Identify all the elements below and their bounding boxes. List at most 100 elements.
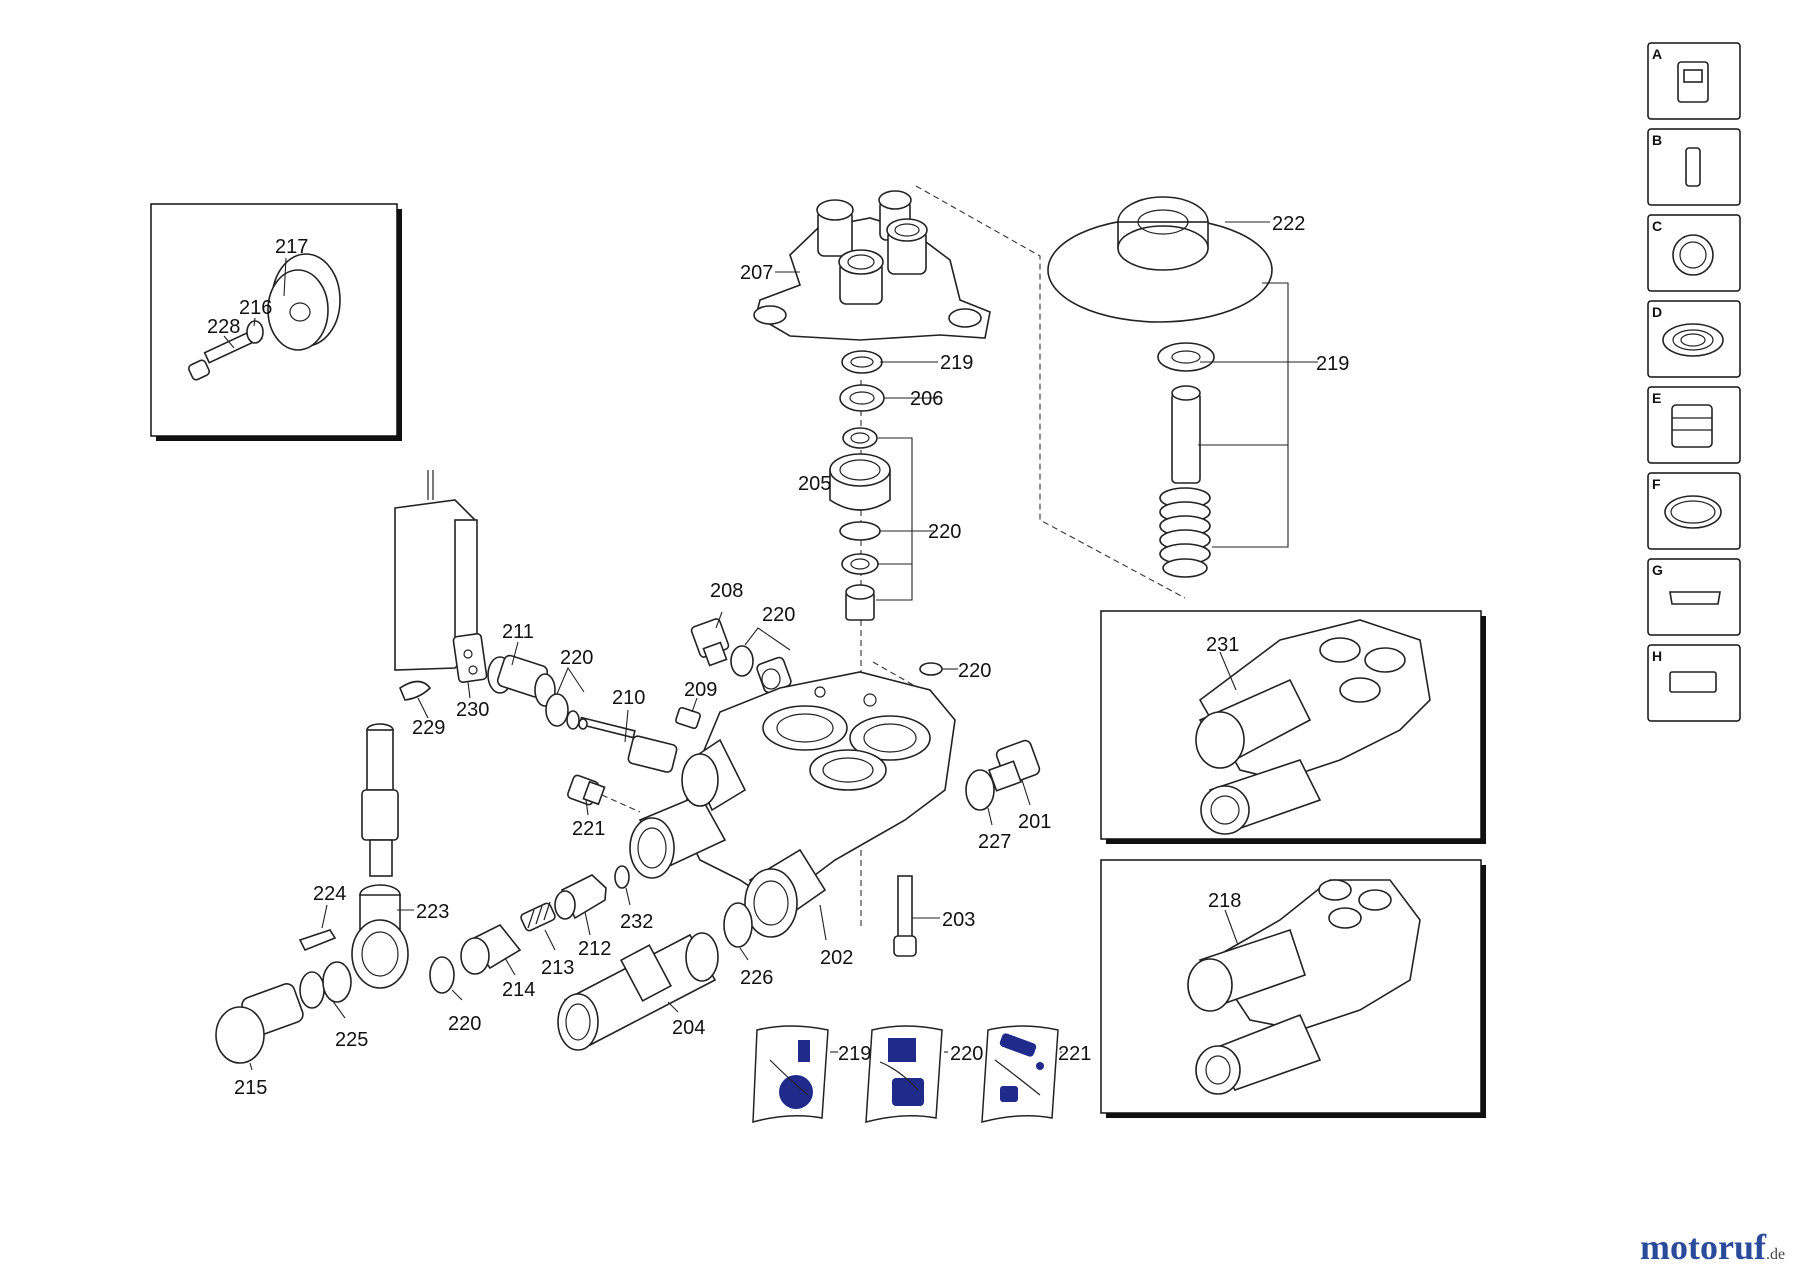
callout-218: 218 — [1208, 890, 1241, 912]
pin-icon — [1685, 147, 1701, 187]
tile-F[interactable]: F — [1647, 472, 1741, 550]
block-icon — [1669, 671, 1717, 693]
kit-label-220: 220 — [950, 1043, 983, 1065]
callout-207: 207 — [740, 262, 773, 284]
sidebar-tiles: A B C D E — [1647, 42, 1741, 722]
callout-232: 232 — [620, 911, 653, 933]
key-224 — [298, 929, 337, 952]
pump-body-202 — [629, 671, 956, 938]
watermark-text: motoruf — [1640, 1227, 1766, 1267]
callout-205: 205 — [798, 473, 831, 495]
kit-label-221: 221 — [1058, 1043, 1091, 1065]
plug-221 — [567, 774, 606, 806]
callout-220-stack: 220 — [928, 521, 961, 543]
callout-223: 223 — [416, 901, 449, 923]
oring-232 — [614, 865, 630, 889]
bolt-203 — [893, 875, 917, 957]
valve-212 — [554, 874, 607, 920]
ring-icon — [1672, 234, 1714, 276]
fitting-211 — [487, 654, 556, 707]
kit-219 — [752, 1025, 829, 1123]
callout-219-stack: 219 — [940, 352, 973, 374]
valve-stack — [829, 350, 891, 621]
callout-208: 208 — [710, 580, 743, 602]
callout-229: 229 — [412, 717, 445, 739]
callout-210: 210 — [612, 687, 645, 709]
oring-225a — [299, 971, 325, 1009]
inlet-204 — [557, 932, 719, 1051]
callout-211: 211 — [502, 621, 534, 643]
callout-201: 201 — [1018, 811, 1051, 833]
callout-215: 215 — [234, 1077, 267, 1099]
callout-222: 222 — [1272, 213, 1305, 235]
svg-text:A: A — [1652, 46, 1662, 62]
callout-220-211: 220 — [560, 647, 593, 669]
callout-230: 230 — [456, 699, 489, 721]
callout-220-small: 220 — [958, 660, 991, 682]
callout-204: 204 — [672, 1017, 705, 1039]
tile-B[interactable]: B — [1647, 128, 1741, 206]
tile-G[interactable]: G — [1647, 558, 1741, 636]
callout-225: 225 — [335, 1029, 368, 1051]
svg-text:E: E — [1652, 390, 1661, 406]
flange-217 — [267, 253, 341, 351]
oring-225b — [322, 961, 352, 1003]
callout-214: 214 — [502, 979, 535, 1001]
svg-text:D: D — [1652, 304, 1662, 320]
callout-220-valve: 220 — [762, 604, 795, 626]
switch-230 — [394, 470, 488, 701]
tile-D[interactable]: D — [1647, 300, 1741, 378]
callout-212: 212 — [578, 938, 611, 960]
oring-226 — [723, 902, 753, 948]
kit-221 — [981, 1025, 1059, 1123]
callout-206: 206 — [910, 388, 943, 410]
tile-C[interactable]: C — [1647, 214, 1741, 292]
watermark: motoruf.de — [1640, 1226, 1785, 1268]
callout-203: 203 — [942, 909, 975, 931]
key-icon — [1669, 591, 1721, 605]
pin — [1171, 385, 1201, 484]
watermark-suffix: .de — [1765, 1246, 1786, 1263]
callout-219-right: 219 — [1316, 353, 1349, 375]
svg-text:F: F — [1652, 476, 1661, 492]
callout-227: 227 — [978, 831, 1011, 853]
kit-220 — [865, 1025, 943, 1123]
callout-231: 231 — [1206, 634, 1239, 656]
washer-219 — [1157, 342, 1215, 372]
tile-H[interactable]: H — [1647, 644, 1741, 722]
oring-220-bottom — [429, 956, 455, 994]
svg-text:G: G — [1652, 562, 1663, 578]
callout-216: 216 — [239, 297, 272, 319]
svg-text:H: H — [1652, 648, 1662, 664]
valve-icon — [1671, 404, 1713, 448]
diaphragm-222 — [1047, 196, 1273, 323]
kit-label-219: 219 — [838, 1043, 871, 1065]
plug-201 — [987, 739, 1041, 792]
head-207: 207 — [740, 190, 991, 341]
tile-A[interactable]: A — [1647, 42, 1741, 120]
callout-202: 202 — [820, 947, 853, 969]
inset-box-motor-flange: 217 216 228 — [150, 203, 402, 441]
oring-227 — [965, 769, 995, 811]
plug-208 — [690, 618, 730, 667]
spring-209 — [675, 706, 701, 730]
callout-217: 217 — [275, 236, 308, 258]
callout-209: 209 — [684, 679, 717, 701]
callout-224: 224 — [313, 883, 346, 905]
seal-icon — [1662, 323, 1724, 357]
svg-text:B: B — [1652, 132, 1662, 148]
callout-213: 213 — [541, 957, 574, 979]
callout-226: 226 — [740, 967, 773, 989]
tile-E[interactable]: E — [1647, 386, 1741, 464]
washer-216 — [246, 320, 264, 344]
piston-210 — [578, 716, 678, 773]
tube-223 — [351, 723, 409, 989]
callout-220-bottom: 220 — [448, 1013, 481, 1035]
inset-box-218 — [1100, 859, 1486, 1118]
svg-text:C: C — [1652, 218, 1662, 234]
inset-box-231 — [1100, 610, 1486, 844]
cap-215 — [215, 983, 304, 1064]
piston-214 — [460, 923, 522, 975]
